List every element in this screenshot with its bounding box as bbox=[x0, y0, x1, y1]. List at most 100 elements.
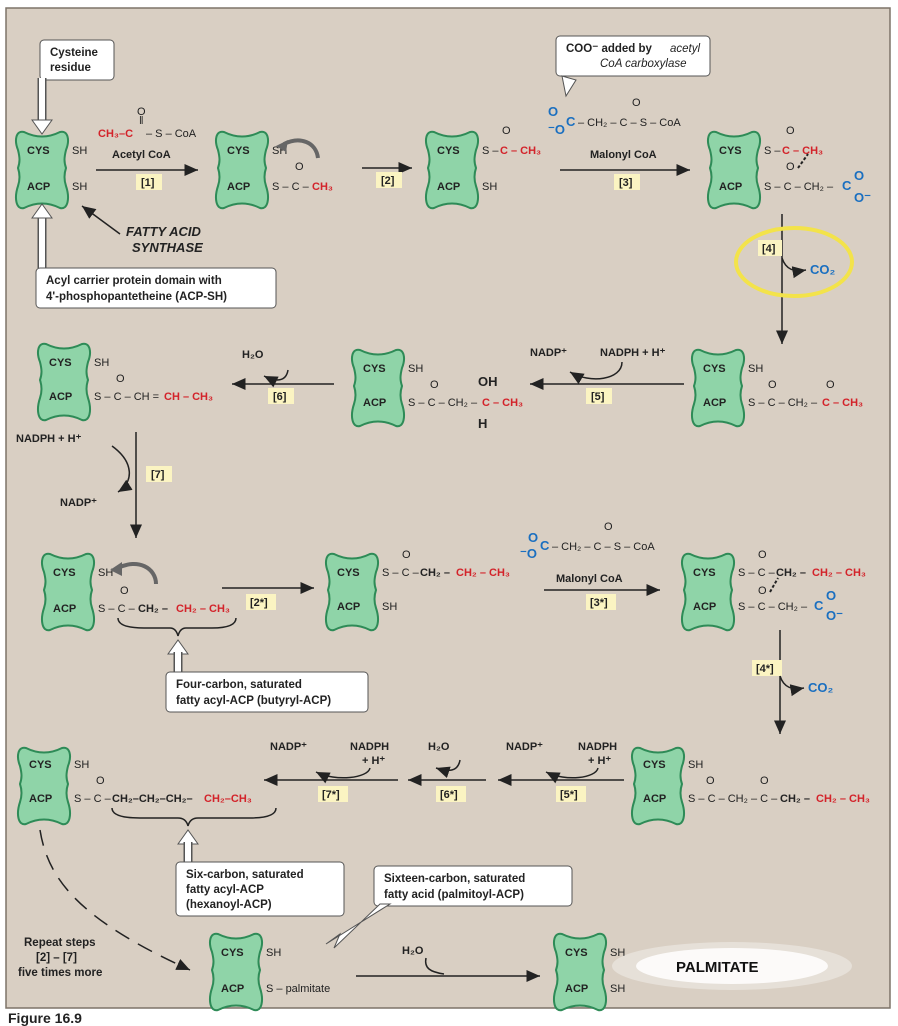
svg-text:OH: OH bbox=[478, 374, 498, 389]
step-4-decarboxylation: [4] CO₂ bbox=[734, 214, 854, 344]
step-label-7star: [7*] bbox=[322, 789, 340, 801]
figure-caption: Figure 16.9 bbox=[8, 1010, 82, 1026]
enzyme-1: CYS ACP SH SH bbox=[15, 130, 87, 210]
step-box bbox=[136, 174, 162, 190]
svg-text:H: H bbox=[478, 416, 487, 431]
svg-text:CYS: CYS bbox=[565, 947, 588, 959]
svg-text:O: O bbox=[632, 97, 641, 109]
acetyl-coa-label: Acetyl CoA bbox=[112, 149, 171, 161]
nadp-label: NADP⁺ bbox=[60, 497, 97, 509]
svg-text:S – C – CH₂ –: S – C – CH₂ – bbox=[764, 181, 834, 193]
callout-six-line2: fatty acyl-ACP bbox=[186, 884, 264, 896]
svg-text:SH: SH bbox=[688, 759, 703, 771]
h2o-label: H₂O bbox=[428, 741, 450, 753]
svg-text:CH – CH₃: CH – CH₃ bbox=[164, 391, 213, 403]
malonyl-coa-label: Malonyl CoA bbox=[590, 149, 657, 161]
h2o-label: H₂O bbox=[242, 349, 264, 361]
svg-text:CYS: CYS bbox=[49, 357, 72, 369]
svg-text:O: O bbox=[120, 585, 129, 597]
svg-text:CYS: CYS bbox=[719, 145, 742, 157]
svg-text:S – C – CH₂ –: S – C – CH₂ – bbox=[408, 397, 478, 409]
enzyme-2: CYS ACP SH S – C – CH₃ O bbox=[215, 130, 333, 210]
svg-text:⁻O: ⁻O bbox=[520, 546, 537, 561]
svg-text:NADPH: NADPH bbox=[578, 741, 617, 753]
svg-text:CH₂–CH₃: CH₂–CH₃ bbox=[204, 793, 252, 805]
nadp-label: NADP⁺ bbox=[506, 741, 543, 753]
callout-sixteen-line1: Sixteen-carbon, saturated bbox=[384, 873, 525, 885]
malonyl-coa-label: Malonyl CoA bbox=[556, 573, 623, 585]
nadph-label: NADPH + H⁺ bbox=[16, 433, 82, 445]
step-label-6: [6] bbox=[273, 391, 287, 403]
step-box bbox=[614, 174, 640, 190]
svg-text:S – C –: S – C – bbox=[382, 567, 420, 579]
svg-text:S – C –: S – C – bbox=[98, 603, 136, 615]
svg-text:S – C –: S – C – bbox=[272, 181, 310, 193]
svg-text:CH₂ – CH₃: CH₂ – CH₃ bbox=[456, 567, 510, 579]
svg-text:CYS: CYS bbox=[703, 363, 726, 375]
svg-text:CYS: CYS bbox=[363, 363, 386, 375]
palmitate-label: PALMITATE bbox=[676, 959, 759, 976]
nadph-label: NADPH + H⁺ bbox=[600, 347, 666, 359]
step-label-2: [2] bbox=[381, 175, 395, 187]
svg-text:O: O bbox=[402, 549, 411, 561]
svg-text:O⁻: O⁻ bbox=[854, 190, 871, 205]
svg-text:CYS: CYS bbox=[227, 145, 250, 157]
callout-six-line3: (hexanoyl-ACP) bbox=[186, 899, 272, 911]
svg-text:S – C – CH₂ –: S – C – CH₂ – bbox=[748, 397, 818, 409]
callout-coo-line3: CoA carboxylase bbox=[600, 58, 687, 70]
svg-text:C – CH₃: C – CH₃ bbox=[822, 397, 863, 409]
sh-label: SH bbox=[72, 181, 87, 193]
svg-text:O: O bbox=[706, 775, 715, 787]
svg-text:ACP: ACP bbox=[437, 181, 460, 193]
step-label-1: [1] bbox=[141, 177, 155, 189]
highlight-circle bbox=[734, 226, 854, 298]
svg-text:C: C bbox=[842, 178, 852, 193]
svg-text:O: O bbox=[528, 530, 538, 545]
repeat-line3: five times more bbox=[18, 967, 102, 979]
hydrolysis-step: H₂O bbox=[356, 945, 540, 982]
acetyl-coa-structure: O ‖ CH₃–C – S – CoA Acetyl CoA bbox=[98, 106, 197, 161]
enzyme-8: CYS ACP SH S – C – CH₂ – CH₂ – CH₃ O bbox=[41, 552, 237, 637]
svg-text:O: O bbox=[826, 379, 835, 391]
repeat-line2: [2] – [7] bbox=[36, 952, 77, 964]
svg-text:ACP: ACP bbox=[337, 601, 360, 613]
step-label-3: [3] bbox=[619, 177, 633, 189]
svg-text:ACP: ACP bbox=[565, 983, 588, 995]
svg-text:CYS: CYS bbox=[29, 759, 52, 771]
callout-acp-line2: 4'-phosphopantetheine (ACP-SH) bbox=[46, 291, 227, 303]
svg-text:O: O bbox=[758, 585, 767, 597]
svg-text:O: O bbox=[502, 125, 511, 137]
svg-text:C: C bbox=[566, 114, 576, 129]
svg-text:CYS: CYS bbox=[643, 759, 666, 771]
svg-text:– CH₂ – C – S – CoA: – CH₂ – C – S – CoA bbox=[578, 117, 681, 129]
fas-line2: SYNTHASE bbox=[132, 240, 203, 255]
svg-text:+ H⁺: + H⁺ bbox=[362, 755, 385, 767]
enzyme-9: CYS ACP S – C – CH₂ – CH₂ – CH₃ O SH bbox=[325, 549, 510, 632]
svg-text:SH: SH bbox=[94, 357, 109, 369]
svg-text:O: O bbox=[760, 775, 769, 787]
nadp-label: NADP⁺ bbox=[270, 741, 307, 753]
svg-text:O: O bbox=[826, 588, 836, 603]
palmitate-product: PALMITATE bbox=[612, 942, 852, 990]
step-4star-decarboxylation: [4*] CO₂ bbox=[752, 630, 834, 734]
callout-six-line1: Six-carbon, saturated bbox=[186, 869, 304, 881]
callout-four-line1: Four-carbon, saturated bbox=[176, 679, 302, 691]
svg-text:O: O bbox=[548, 104, 558, 119]
fas-label: FATTY ACID SYNTHASE bbox=[81, 205, 203, 255]
step-box bbox=[376, 172, 402, 188]
svg-text:CYS: CYS bbox=[53, 567, 76, 579]
step-7-reduction: NADPH + H⁺ NADP⁺ [7] bbox=[16, 432, 172, 538]
enzyme-12: CYS ACP SH S – C – CH₂–CH₂–CH₂– CH₂–CH₃ … bbox=[17, 746, 277, 827]
enzyme-10: CYS ACP S – C – CH₂ – CH₂ – CH₃ O S – C … bbox=[681, 549, 866, 632]
svg-text:O⁻: O⁻ bbox=[826, 608, 843, 623]
svg-text:ACP: ACP bbox=[703, 397, 726, 409]
step-5-reduction: NADP⁺ NADPH + H⁺ [5] bbox=[530, 347, 684, 404]
svg-text:O: O bbox=[604, 521, 613, 533]
acp-label: ACP bbox=[27, 181, 50, 193]
svg-text:NADPH: NADPH bbox=[350, 741, 389, 753]
svg-text:CH₂ – CH₃: CH₂ – CH₃ bbox=[812, 567, 866, 579]
step-label-2star: [2*] bbox=[250, 597, 268, 609]
svg-text:SH: SH bbox=[748, 363, 763, 375]
nadp-label: NADP⁺ bbox=[530, 347, 567, 359]
svg-text:⁻O: ⁻O bbox=[548, 122, 565, 137]
